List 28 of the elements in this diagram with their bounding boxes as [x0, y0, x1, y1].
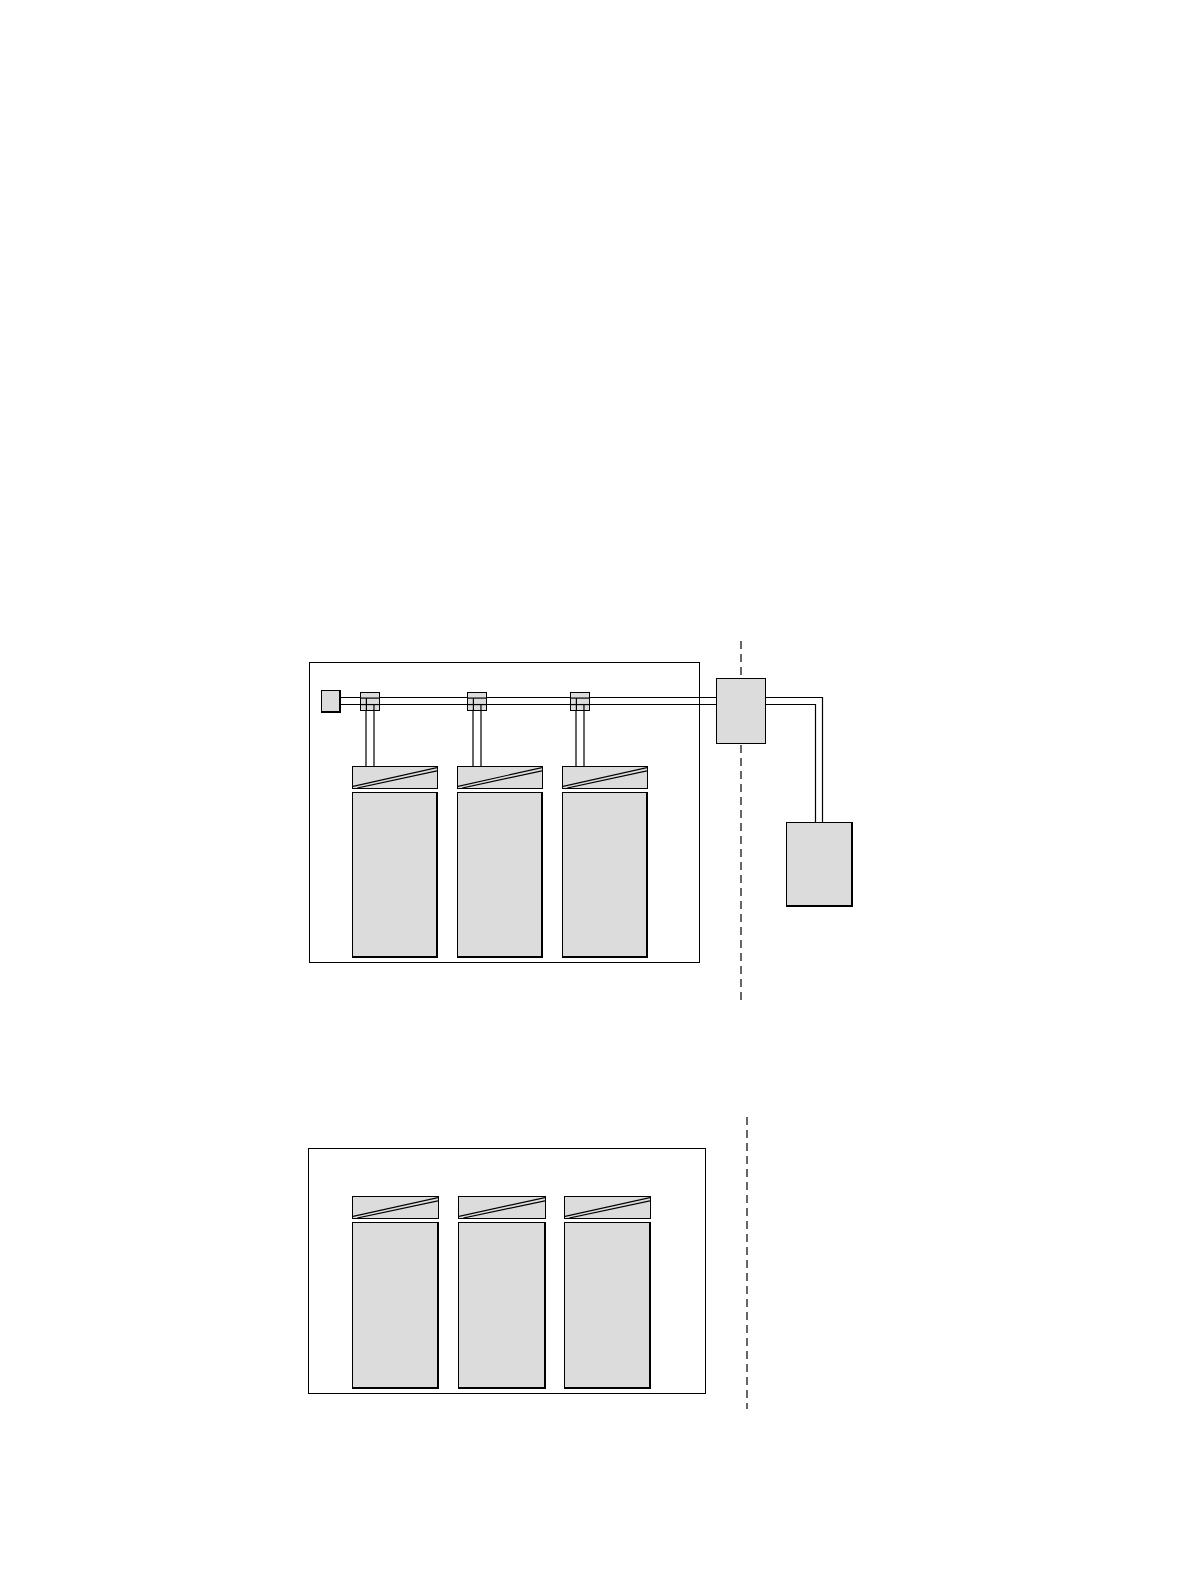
storage-cylinder	[352, 792, 438, 958]
room-enclosure	[309, 662, 700, 963]
double-line-pipe	[365, 710, 375, 767]
cylinder-valve-head	[564, 1196, 651, 1219]
cylinder-valve-head	[458, 1196, 546, 1219]
double-line-pipe	[765, 696, 824, 823]
pipe-junction-box	[467, 692, 487, 711]
cylinder-valve-head	[457, 766, 543, 789]
remote-panel-box	[786, 822, 853, 907]
pipe-junction-box	[570, 692, 590, 711]
double-line-pipe	[472, 710, 482, 767]
double-line-pipe	[589, 696, 717, 706]
double-line-pipe	[575, 710, 585, 767]
storage-cylinder	[562, 792, 648, 958]
double-line-pipe	[340, 696, 361, 706]
pipe-end-box	[321, 690, 341, 713]
storage-cylinder	[458, 1222, 546, 1389]
double-line-pipe	[379, 696, 468, 706]
double-line-pipe	[486, 696, 571, 706]
storage-cylinder	[457, 792, 543, 958]
cylinder-valve-head	[562, 766, 648, 789]
cylinder-valve-head	[352, 766, 438, 789]
storage-cylinder	[564, 1222, 651, 1389]
room-enclosure	[308, 1148, 706, 1394]
pipe-junction-box	[360, 692, 380, 711]
cylinder-valve-head	[352, 1196, 439, 1219]
storage-cylinder	[352, 1222, 439, 1389]
control-box	[716, 678, 766, 744]
